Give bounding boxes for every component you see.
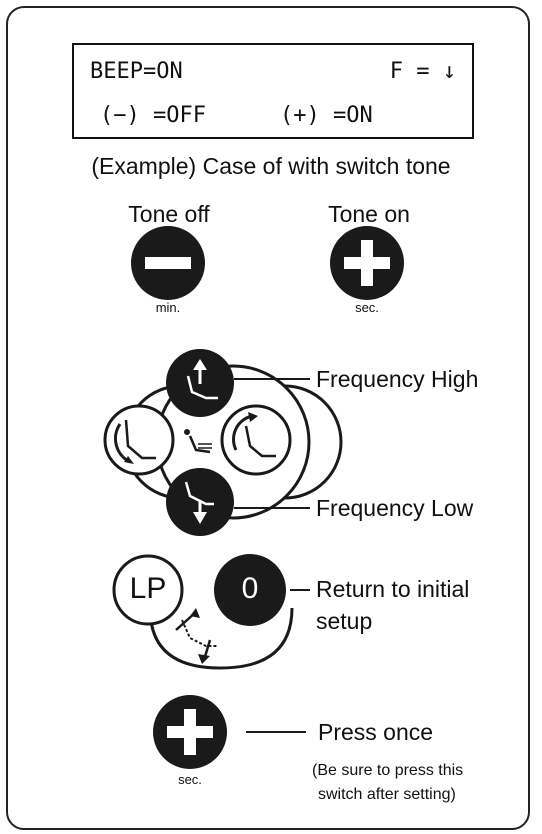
zero-button-label[interactable]: 0 — [241, 572, 259, 605]
plus-hint: (+) =ON — [280, 103, 373, 128]
chair-upright-icon — [244, 425, 276, 458]
arrow-up-icon — [193, 359, 207, 370]
bottom-sec-sub-label: sec. — [178, 772, 202, 787]
chair-recline-icon — [124, 419, 156, 460]
note-line1: (Be sure to press this — [312, 762, 464, 779]
example-caption: (Example) Case of with switch tone — [91, 153, 451, 179]
frequency-indicator: F = ↓ — [389, 59, 456, 84]
sec-sub-label: sec. — [355, 300, 379, 315]
backrest-right-button[interactable] — [220, 404, 292, 476]
chair-down-button[interactable] — [166, 468, 234, 536]
minus-hint: (−) =OFF — [100, 103, 206, 128]
min-sub-label: min. — [155, 300, 181, 315]
plus-button[interactable] — [330, 226, 404, 300]
note-line2: switch after setting) — [318, 786, 456, 803]
press-once-label: Press once — [318, 719, 434, 745]
lp-zero-cluster — [112, 554, 294, 670]
return-label-line2: setup — [316, 608, 373, 634]
chair-center-icon — [184, 429, 212, 454]
minus-button[interactable] — [131, 226, 205, 300]
return-label-line1: Return to initial — [316, 576, 470, 602]
arrow-down-icon — [193, 512, 207, 524]
frequency-low-label: Frequency Low — [316, 495, 474, 521]
backrest-left-button[interactable] — [103, 404, 175, 476]
lcd-display: BEEP=ON F = ↓ (−) =OFF (+) =ON — [72, 43, 474, 139]
tone-off-label: Tone off — [128, 201, 210, 227]
bottom-plus-button[interactable] — [153, 695, 227, 769]
tone-on-label: Tone on — [328, 201, 410, 227]
beep-status: BEEP=ON — [90, 59, 183, 84]
lp-button-label[interactable]: LP — [129, 572, 167, 605]
chair-up-button[interactable] — [166, 349, 234, 417]
frequency-high-label: Frequency High — [316, 366, 479, 392]
panel-frame — [6, 6, 530, 830]
